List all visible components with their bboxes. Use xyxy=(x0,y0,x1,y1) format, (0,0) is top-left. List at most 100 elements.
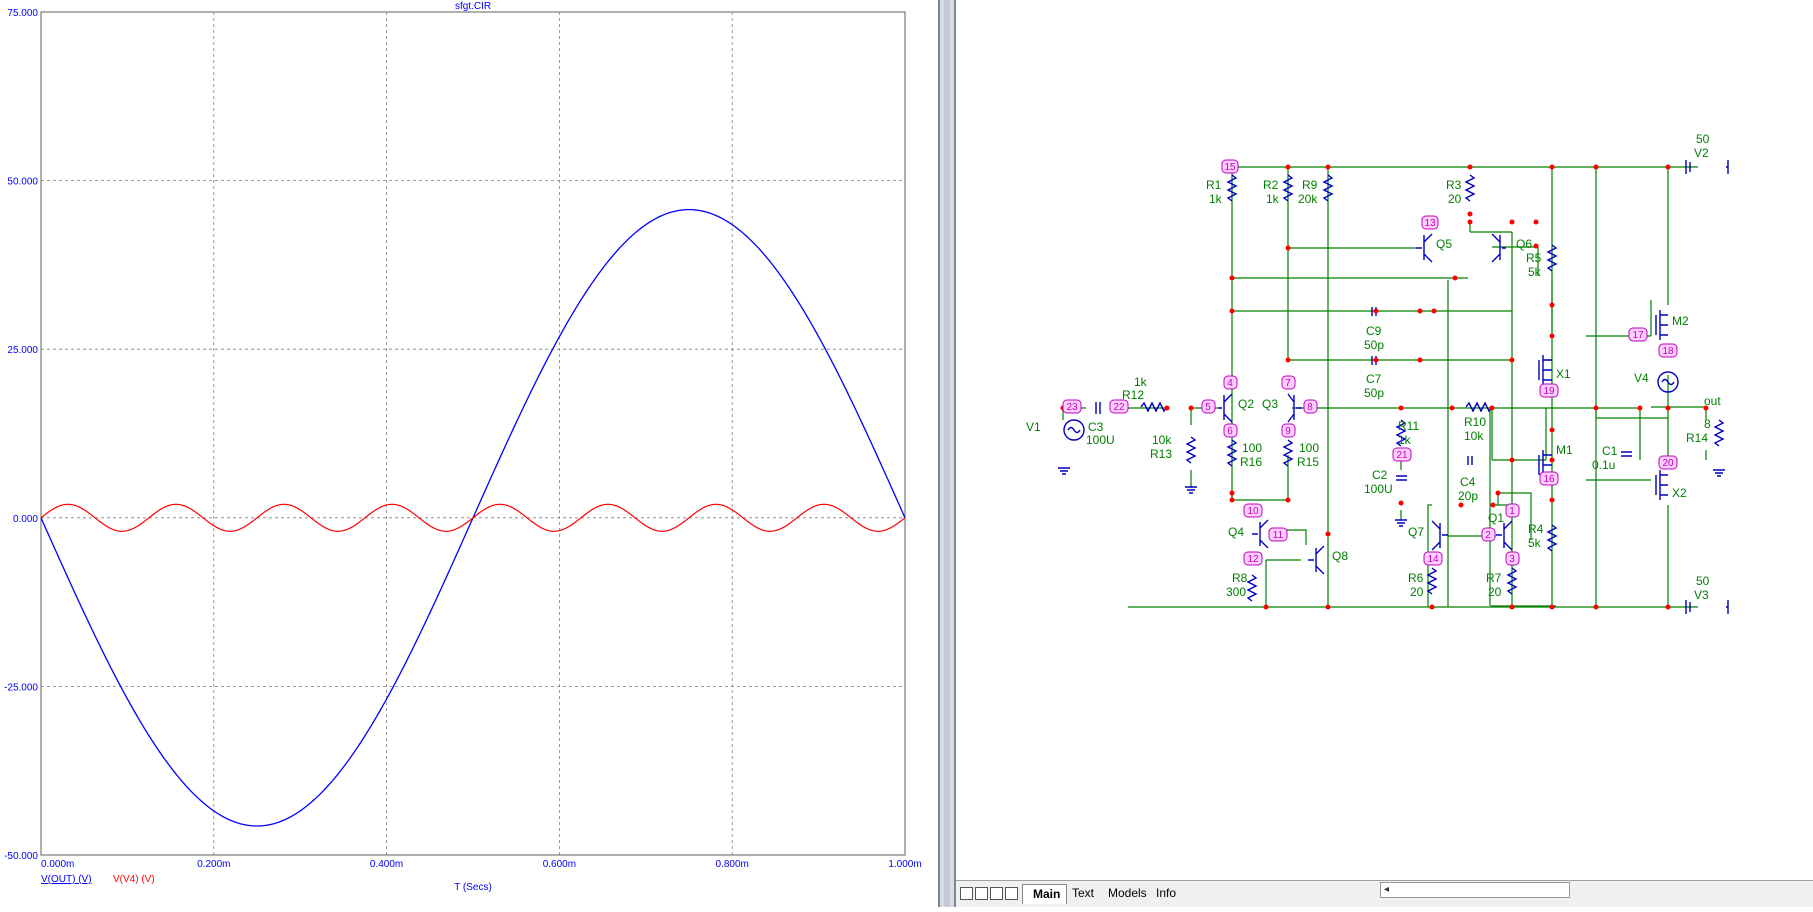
label-r10-value: 10k xyxy=(1464,429,1484,443)
resistor-r6 xyxy=(1426,567,1438,595)
label-r11: R11 xyxy=(1398,419,1419,433)
circuit-schematic: 15 13 4 7 5 8 6 9 23 22 21 10 11 12 14 1… xyxy=(1026,132,1729,614)
label-r6-value: 20 xyxy=(1410,585,1424,599)
label-c2-value: 100U xyxy=(1364,482,1393,496)
label-v2-value: 50 xyxy=(1696,132,1710,146)
mosfet-x1 xyxy=(1538,355,1552,385)
label-c9: C9 xyxy=(1366,324,1382,338)
label-r15-value: 100 xyxy=(1299,441,1319,455)
source-v1 xyxy=(1063,419,1085,441)
component-labels: 50 V2 50 V3 R1 1k R2 1k R9 20k R3 20 R5 … xyxy=(1026,132,1721,602)
label-c3: C3 xyxy=(1088,420,1104,434)
ground-v1 xyxy=(1058,467,1070,475)
label-c7-value: 50p xyxy=(1364,386,1384,400)
node-18: 18 xyxy=(1658,343,1678,358)
svg-text:4: 4 xyxy=(1227,378,1233,389)
label-r5-value: 5k xyxy=(1528,265,1542,279)
ground-r13 xyxy=(1185,486,1197,494)
splitter-grip[interactable] xyxy=(944,0,950,907)
pane-splitter[interactable] xyxy=(938,0,956,907)
resistor-r10 xyxy=(1465,401,1493,413)
resistor-r4 xyxy=(1546,524,1558,552)
capacitor-c3 xyxy=(1095,402,1101,414)
label-q4: Q4 xyxy=(1228,525,1244,539)
label-q7: Q7 xyxy=(1408,525,1424,539)
capacitor-c1 xyxy=(1621,451,1632,457)
legend-vout: V(OUT) (V) xyxy=(41,874,92,885)
svg-text:17: 17 xyxy=(1632,330,1644,341)
node-15: 15 xyxy=(1221,159,1239,174)
resistor-r9 xyxy=(1322,174,1334,202)
label-r8: R8 xyxy=(1232,571,1248,585)
y-tick-label: -50.000 xyxy=(4,851,38,862)
series-vv4-line xyxy=(40,503,906,532)
label-r1-value: 1k xyxy=(1209,192,1223,206)
tab-main[interactable]: Main xyxy=(1022,884,1068,904)
x-tick-label: 0.400m xyxy=(370,859,403,870)
last-page-button[interactable] xyxy=(1005,887,1018,900)
label-c4-value: 20p xyxy=(1458,489,1478,503)
node-12: 12 xyxy=(1243,551,1263,566)
horizontal-scrollbar[interactable]: ◂ xyxy=(1380,882,1570,898)
resistor-r11 xyxy=(1395,419,1407,447)
node-5: 5 xyxy=(1201,399,1216,414)
svg-text:7: 7 xyxy=(1285,378,1291,389)
label-c2: C2 xyxy=(1372,468,1388,482)
x-tick-label: 1.000m xyxy=(888,859,921,870)
schematic-pane[interactable]: 15 13 4 7 5 8 6 9 23 22 21 10 11 12 14 1… xyxy=(956,0,1813,907)
prev-page-button[interactable] xyxy=(975,887,988,900)
label-r4-value: 5k xyxy=(1528,536,1542,550)
label-q2: Q2 xyxy=(1238,397,1254,411)
svg-text:15: 15 xyxy=(1224,162,1236,173)
label-out: out xyxy=(1704,394,1721,408)
node-21: 21 xyxy=(1392,447,1412,462)
node-10: 10 xyxy=(1243,503,1263,518)
node-19: 19 xyxy=(1539,383,1559,398)
x-tick-label: 0.600m xyxy=(543,859,576,870)
label-v1: V1 xyxy=(1026,420,1041,434)
label-r16-value: 100 xyxy=(1242,441,1262,455)
label-r3: R3 xyxy=(1446,178,1462,192)
label-r2-value: 1k xyxy=(1266,192,1280,206)
transistor-q2 xyxy=(1218,393,1233,423)
transistor-q3 xyxy=(1287,393,1302,423)
node-2: 2 xyxy=(1481,527,1496,542)
svg-text:20: 20 xyxy=(1662,458,1674,469)
tab-info[interactable]: Info xyxy=(1156,886,1177,900)
label-q3: Q3 xyxy=(1262,397,1278,411)
resistor-r13 xyxy=(1185,436,1197,464)
label-c1: C1 xyxy=(1602,444,1618,458)
node-9: 9 xyxy=(1281,423,1296,438)
svg-text:19: 19 xyxy=(1543,386,1555,397)
svg-text:5: 5 xyxy=(1205,402,1211,413)
label-r15: R15 xyxy=(1297,455,1319,469)
node-13: 13 xyxy=(1421,215,1439,230)
capacitor-c2 xyxy=(1396,475,1407,481)
node-16: 16 xyxy=(1539,471,1559,486)
label-r16: R16 xyxy=(1240,455,1262,469)
resistor-r3 xyxy=(1464,174,1476,202)
resistor-r2 xyxy=(1282,174,1294,202)
transistor-q1 xyxy=(1496,520,1513,551)
svg-text:16: 16 xyxy=(1543,474,1555,485)
label-v3-value: 50 xyxy=(1696,574,1710,588)
y-tick-label: 50.000 xyxy=(7,177,38,188)
first-page-button[interactable] xyxy=(960,887,973,900)
mosfet-m2 xyxy=(1655,310,1668,340)
label-r7-value: 20 xyxy=(1488,585,1502,599)
x-tick-label: 0.200m xyxy=(197,859,230,870)
tab-text[interactable]: Text xyxy=(1072,886,1095,900)
scroll-left-icon[interactable]: ◂ xyxy=(1384,884,1390,895)
tab-models[interactable]: Models xyxy=(1108,886,1147,900)
label-r9-value: 20k xyxy=(1298,192,1318,206)
svg-text:13: 13 xyxy=(1424,218,1436,229)
node-23: 23 xyxy=(1062,399,1082,414)
y-tick-label: -25.000 xyxy=(4,682,38,693)
label-r10: R10 xyxy=(1464,415,1486,429)
label-c3-value: 100U xyxy=(1086,433,1115,447)
node-6: 6 xyxy=(1223,423,1238,438)
next-page-button[interactable] xyxy=(990,887,1003,900)
label-r12: R12 xyxy=(1122,388,1144,402)
svg-text:14: 14 xyxy=(1427,554,1439,565)
